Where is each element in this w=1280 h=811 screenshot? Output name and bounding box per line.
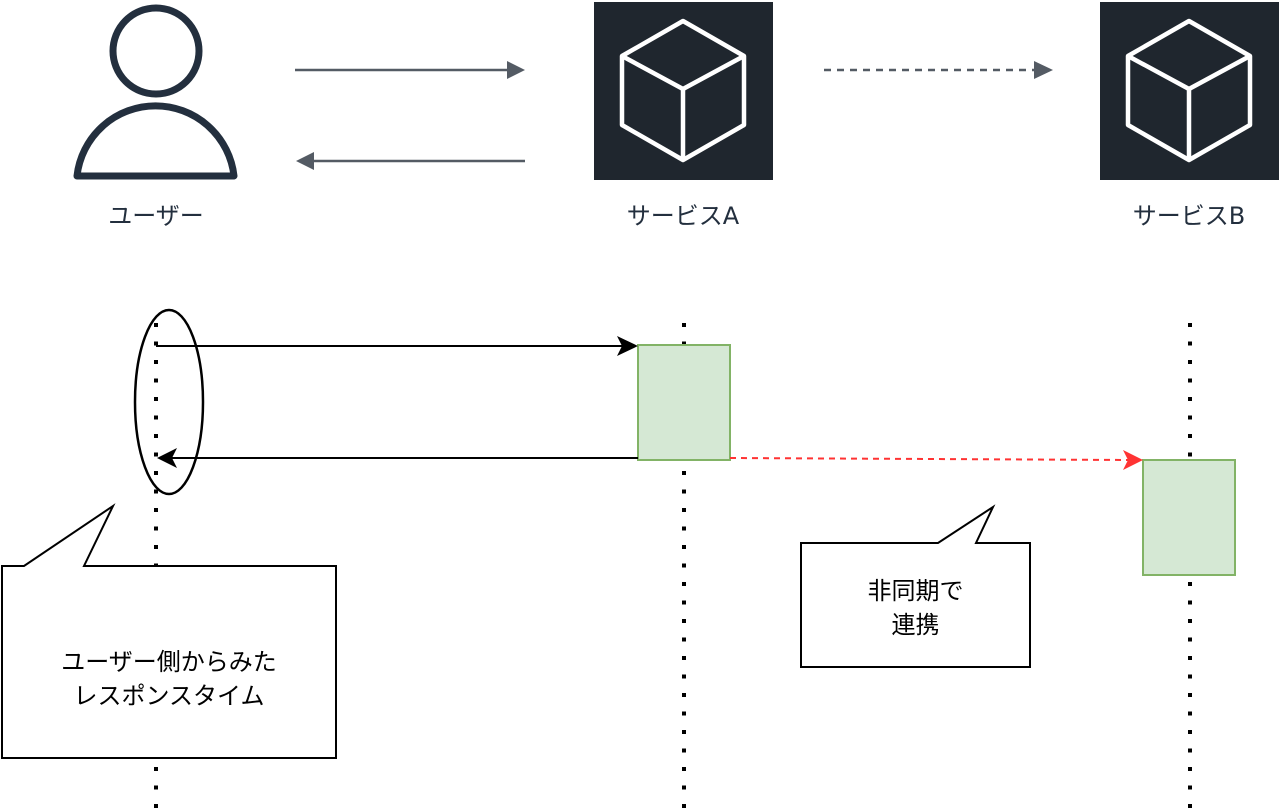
service-b-icon — [1100, 2, 1279, 180]
actor-label-user: ユーザー — [108, 202, 204, 230]
cube-icon — [1125, 18, 1253, 163]
activation-service-b — [1142, 459, 1236, 576]
note-async — [800, 504, 1031, 668]
arrowhead-icon — [617, 336, 638, 356]
response-time-ellipse — [133, 308, 205, 496]
actor-label-service-a: サービスA — [626, 202, 740, 230]
note-response-time-text: ユーザー側からみた レスポンスタイム — [2, 645, 336, 713]
note-async-text: 非同期で 連携 — [801, 574, 1030, 642]
arrowhead-icon — [1123, 450, 1143, 470]
note-async-line2: 連携 — [891, 611, 940, 639]
note-response-time-line1: ユーザー側からみた — [61, 648, 277, 676]
user-icon — [73, 4, 238, 180]
arrowhead-icon — [296, 152, 314, 170]
message-a-to-b-async — [729, 457, 1131, 461]
arrowhead-icon — [157, 448, 177, 468]
actor-label-service-b: サービスB — [1132, 202, 1246, 230]
arrowhead-icon — [507, 61, 525, 79]
service-a-icon — [594, 2, 773, 180]
note-response-time-line2: レスポンスタイム — [73, 682, 265, 710]
activation-service-a — [637, 344, 731, 461]
note-response-time — [1, 503, 337, 759]
cube-icon — [619, 18, 747, 163]
arrowhead-icon — [1034, 61, 1053, 79]
note-async-line1: 非同期で — [867, 577, 964, 605]
